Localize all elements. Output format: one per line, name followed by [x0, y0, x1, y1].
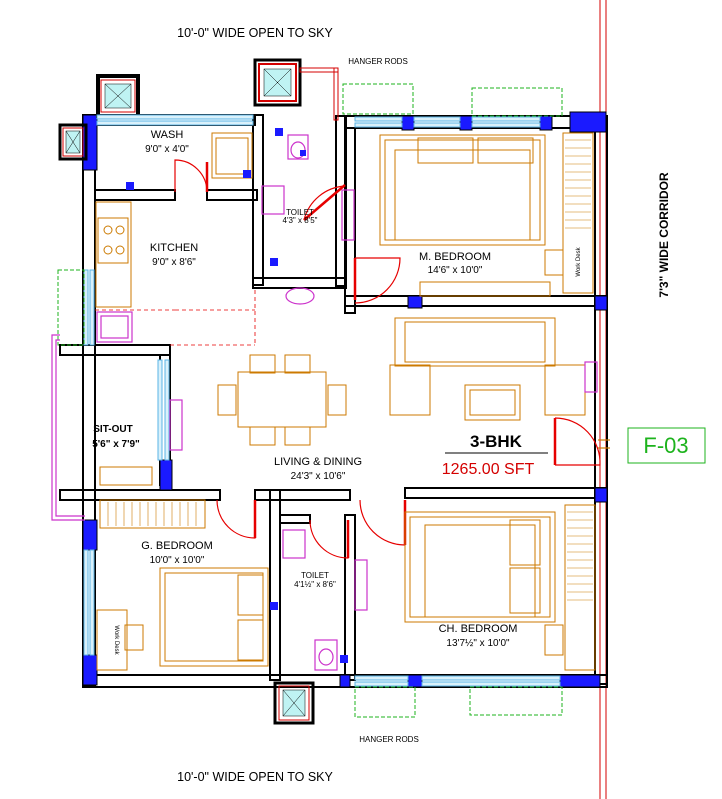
- work-desk-master-label: Work Desk: [576, 246, 582, 276]
- master-bedroom-name: M. BEDROOM: [419, 251, 491, 263]
- kitchen-name: KITCHEN: [150, 242, 198, 254]
- sitout-size: 5'6" x 7'9": [92, 439, 140, 450]
- flat-number-box: [627, 427, 706, 464]
- flat-number-label: F-03: [643, 433, 688, 458]
- guest-bedroom-name: G. BEDROOM: [141, 540, 213, 552]
- flat-area-label: 1265.00 SFT: [442, 461, 535, 478]
- duct-shafts: [58, 58, 339, 725]
- hanger-rods-top-label: HANGER RODS: [348, 57, 408, 66]
- windows: [83, 114, 561, 687]
- wash-size: 9'0" x 4'0": [145, 144, 189, 155]
- duct-top-left: [96, 74, 140, 118]
- corridor-label: 7'3" WIDE CORRIDOR: [657, 172, 671, 298]
- guest-bedroom-size: 10'0" x 10'0": [150, 555, 205, 566]
- walls: [59, 114, 608, 688]
- bottom-open-to-sky-label: 10'-0" WIDE OPEN TO SKY: [177, 770, 333, 784]
- doors: [174, 159, 601, 559]
- child-bedroom-name: CH. BEDROOM: [439, 623, 518, 635]
- toilet1-name: TOILET: [286, 208, 314, 217]
- toilet2-name: TOILET: [301, 571, 329, 580]
- sitout-railing: [51, 334, 85, 521]
- duct-left: [58, 123, 88, 161]
- kitchen-size: 9'0" x 8'6": [152, 257, 196, 268]
- furniture: [95, 132, 596, 671]
- dashed-boundaries: [95, 290, 256, 346]
- sitout-name: SIT-OUT: [93, 424, 132, 435]
- entry-markers: [598, 439, 610, 449]
- projections: [57, 83, 563, 718]
- duct-top-mid: [253, 58, 339, 121]
- master-bedroom-size: 14'6" x 10'0": [428, 265, 483, 276]
- toilet1-size: 4'3" x 8'5": [283, 216, 318, 225]
- toilet2-size: 4'1½" x 8'6": [294, 580, 336, 589]
- wash-name: WASH: [151, 129, 184, 141]
- hanger-rods-bottom-label: HANGER RODS: [359, 735, 419, 744]
- work-desk-guest-label: Work Desk: [113, 625, 119, 655]
- living-dining-name: LIVING & DINING: [274, 456, 362, 468]
- living-dining-size: 24'3" x 10'6": [291, 471, 346, 482]
- top-open-to-sky-label: 10'-0" WIDE OPEN TO SKY: [177, 26, 333, 40]
- duct-bottom: [273, 681, 315, 725]
- flat-type-label: 3-BHK: [470, 432, 523, 451]
- child-bedroom-size: 13'7½" x 10'0": [446, 638, 510, 649]
- taps: [126, 128, 348, 663]
- columns: [82, 111, 608, 688]
